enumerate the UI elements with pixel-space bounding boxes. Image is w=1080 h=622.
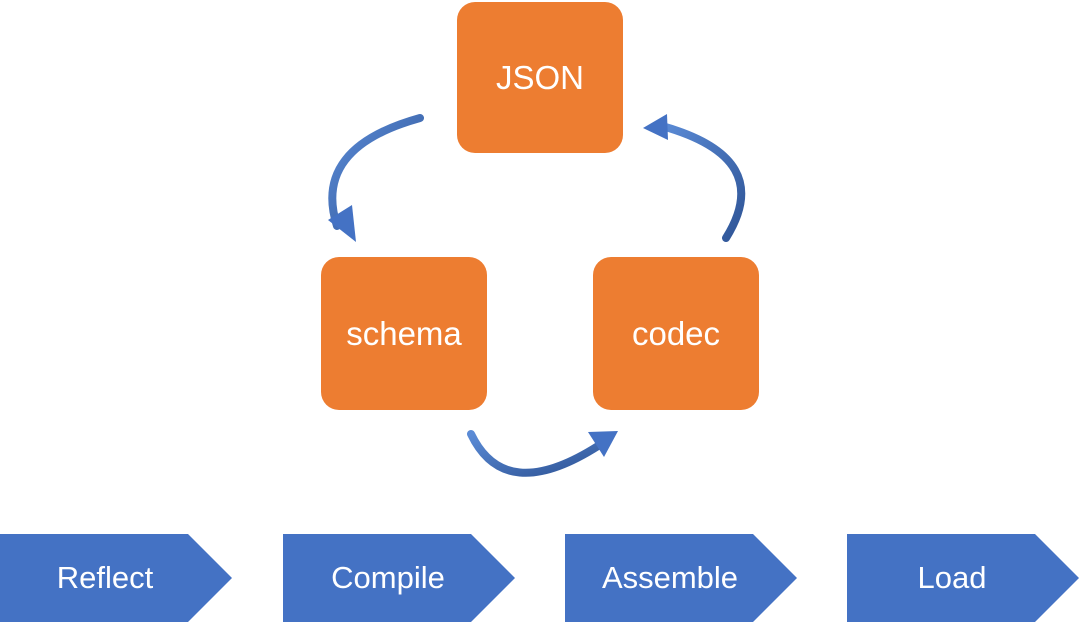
node-json: JSON <box>457 2 623 153</box>
chevron-shape <box>283 534 515 622</box>
pipeline-step-assemble: Assemble <box>565 534 797 622</box>
pipeline-step-label: Assemble <box>601 560 739 595</box>
chevron-shape <box>847 534 1079 622</box>
node-schema-label: schema <box>346 314 462 352</box>
pipeline-step-load: Load <box>847 534 1079 622</box>
pipeline-step-label: Compile <box>331 560 445 595</box>
arrow-schema-to-codec <box>467 430 618 477</box>
pipeline-step-reflect: Reflect <box>0 534 232 622</box>
node-codec-label: codec <box>631 314 721 352</box>
arrow-codec-to-json <box>643 114 746 242</box>
pipeline-step-label: Reflect <box>56 560 154 595</box>
chevron-shape <box>0 534 232 622</box>
pipeline-step-compile: Compile <box>283 534 515 622</box>
node-schema: schema <box>321 257 487 410</box>
node-json-label: JSON <box>495 58 584 96</box>
pipeline-step-label: Load <box>917 560 987 595</box>
node-codec: codec <box>593 257 759 410</box>
arrow-json-to-schema <box>328 114 424 242</box>
chevron-shape <box>565 534 797 622</box>
